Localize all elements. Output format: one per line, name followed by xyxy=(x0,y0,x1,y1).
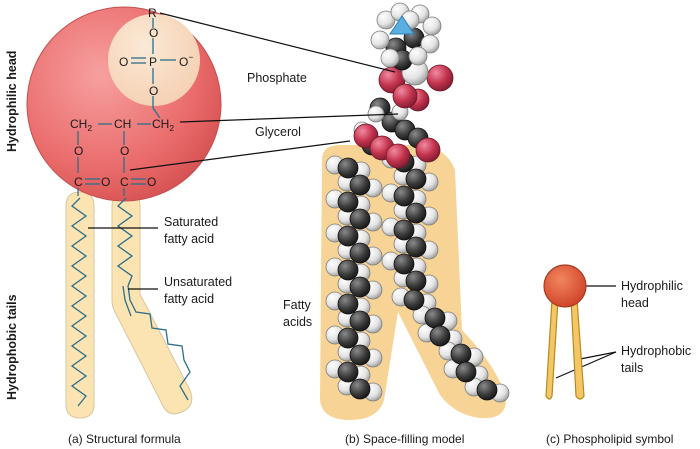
hydrophobic-label-line1: Hydrophobic xyxy=(621,344,691,358)
carbon-atom xyxy=(349,242,371,264)
oxygen-atom xyxy=(415,137,441,163)
hydrophobic-leader-bottom xyxy=(555,351,617,379)
formula-bonds xyxy=(77,18,176,196)
symbol-head xyxy=(543,264,587,308)
caption-structural-formula: (a) Structural formula xyxy=(68,432,181,446)
hydrophobic-label-line2: tails xyxy=(621,361,643,375)
carbon-atom xyxy=(405,202,427,224)
ch-center: CH xyxy=(114,117,131,131)
carbonyl-carbon-right: C xyxy=(120,175,129,189)
hydrogen-atom xyxy=(420,34,440,54)
glycerol-label: Glycerol xyxy=(255,125,301,139)
phospholipid-symbol xyxy=(543,264,587,400)
hydrogen-atom xyxy=(376,10,396,30)
carbon-atom xyxy=(393,219,415,241)
ester-leader xyxy=(129,140,351,171)
carbon-atom xyxy=(337,293,359,315)
fatty-acids-label-line1: Fatty xyxy=(283,298,312,312)
carbon-atom xyxy=(337,259,359,281)
carbon-atom xyxy=(403,289,425,311)
oxygen-atom xyxy=(385,143,411,169)
oxygen-atom xyxy=(426,64,454,92)
carbon-atom xyxy=(337,327,359,349)
hydrophilic-head-side-label: Hydrophilic head xyxy=(5,51,19,152)
carbon-atom xyxy=(450,343,472,365)
caption-space-filling-model: (b) Space-filling model xyxy=(345,432,464,446)
saturated-label-line1: Saturated xyxy=(164,215,218,229)
glycerol-oxygen-left: O xyxy=(74,144,83,158)
space-filling-atoms xyxy=(325,2,510,403)
hydrophobic-tails-side-label: Hydrophobic tails xyxy=(5,294,19,400)
hydrogen-atom xyxy=(380,48,400,68)
unsaturated-chain xyxy=(116,197,191,401)
unsaturated-double-bond xyxy=(122,285,132,317)
hydrogen-atom xyxy=(422,16,442,36)
carbon-atom xyxy=(349,174,371,196)
carbon-atom xyxy=(476,379,498,401)
carbon-atom xyxy=(337,225,359,247)
caption-phospholipid-symbol: (c) Phospholipid symbol xyxy=(546,432,673,446)
ester-oxygen-bottom: O xyxy=(149,84,158,98)
hydrophilic-label-line1: Hydrophilic xyxy=(621,279,683,293)
r-group-leader xyxy=(159,12,396,73)
carbon-atom xyxy=(337,157,359,179)
carbon-atom xyxy=(429,325,451,347)
hydrogen-atom xyxy=(408,46,428,66)
carbon-atom xyxy=(405,236,427,258)
carbon-atom xyxy=(393,253,415,275)
space-filling-model xyxy=(320,2,510,420)
carbon-atom xyxy=(455,361,477,383)
hydrophilic-label-line2: head xyxy=(621,296,649,310)
carbon-atom xyxy=(349,310,371,332)
hydrogen-atom xyxy=(367,105,385,123)
carbon-atom xyxy=(393,185,415,207)
symbol-tail-right xyxy=(570,299,585,400)
carbonyl-oxygen-right: O xyxy=(147,175,156,189)
carbon-atom xyxy=(405,270,427,292)
saturated-label-line2: fatty acid xyxy=(164,232,214,246)
carbon-atom xyxy=(424,307,446,329)
carbon-atom xyxy=(349,208,371,230)
glycerol-leader xyxy=(179,113,399,123)
hydrogen-atom xyxy=(370,30,390,50)
callout-lines xyxy=(88,12,617,379)
unsaturated-label-line2: fatty acid xyxy=(164,292,214,306)
ch2-right: CH2 xyxy=(152,117,174,133)
saturated-chain xyxy=(70,197,88,407)
carbon-atom xyxy=(349,378,371,400)
carbon-atom xyxy=(349,344,371,366)
fatty-acids-label-line2: acids xyxy=(283,315,312,329)
phosphorus-atom: P xyxy=(149,55,157,69)
phosphate-label: Phosphate xyxy=(247,71,307,85)
nitrogen-atom xyxy=(389,15,415,35)
carbon-atom xyxy=(337,191,359,213)
structural-formula: R O P O O− O CH2 CH CH2 O O C O C O xyxy=(26,6,222,419)
r-group: R xyxy=(148,6,157,20)
glycerol-oxygen-right: O xyxy=(120,144,129,158)
tail-capsules xyxy=(65,191,193,419)
carbon-atom xyxy=(337,361,359,383)
phosphate-disc xyxy=(108,14,200,106)
double-bond-oxygen: O xyxy=(119,55,128,69)
oxygen-atom xyxy=(392,83,418,109)
carbonyl-oxygen-left: O xyxy=(101,175,110,189)
symbol-tail-left xyxy=(545,299,559,400)
ch2-left: CH2 xyxy=(70,117,92,133)
carbon-atom xyxy=(349,276,371,298)
carbon-atom xyxy=(405,168,427,190)
ester-oxygen-top: O xyxy=(149,26,158,40)
carbonyl-carbon-left: C xyxy=(74,175,83,189)
negative-oxygen: O− xyxy=(179,52,193,69)
saturated-tail-capsule xyxy=(65,191,95,419)
unsaturated-label-line1: Unsaturated xyxy=(164,275,232,289)
